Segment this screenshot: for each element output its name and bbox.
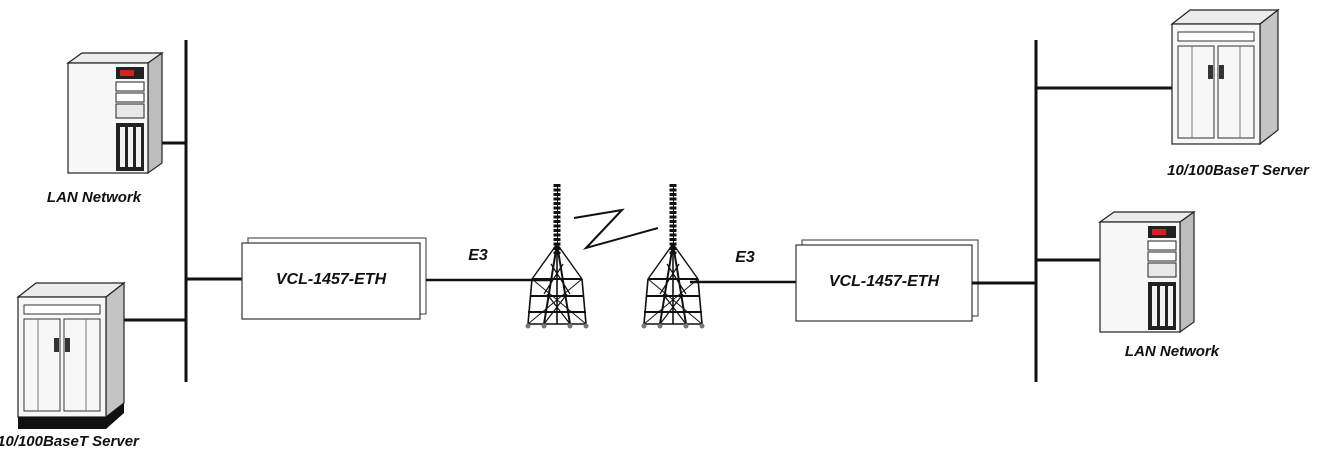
left-lan-label: LAN Network bbox=[47, 189, 142, 206]
right-lan-label: LAN Network bbox=[1125, 343, 1220, 360]
right-e3-label: E3 bbox=[735, 249, 755, 266]
right-lan-computer-icon bbox=[1100, 212, 1194, 332]
right-device-label: VCL-1457-ETH bbox=[829, 273, 940, 290]
right-vcl-device: VCL-1457-ETH bbox=[796, 240, 978, 321]
right-server-label: 10/100BaseT Server bbox=[1167, 162, 1310, 179]
right-server-icon bbox=[1172, 10, 1278, 144]
left-device-label: VCL-1457-ETH bbox=[276, 271, 387, 288]
wireless-link-icon bbox=[574, 210, 658, 248]
left-server-icon bbox=[18, 283, 124, 429]
left-e3-label: E3 bbox=[468, 247, 488, 264]
left-server-label: 10/100BaseT Server bbox=[0, 433, 140, 450]
left-vcl-device: VCL-1457-ETH bbox=[242, 238, 426, 319]
right-radio-tower-icon bbox=[642, 184, 705, 329]
left-radio-tower-icon bbox=[526, 184, 589, 329]
left-lan-computer-icon bbox=[68, 53, 162, 173]
